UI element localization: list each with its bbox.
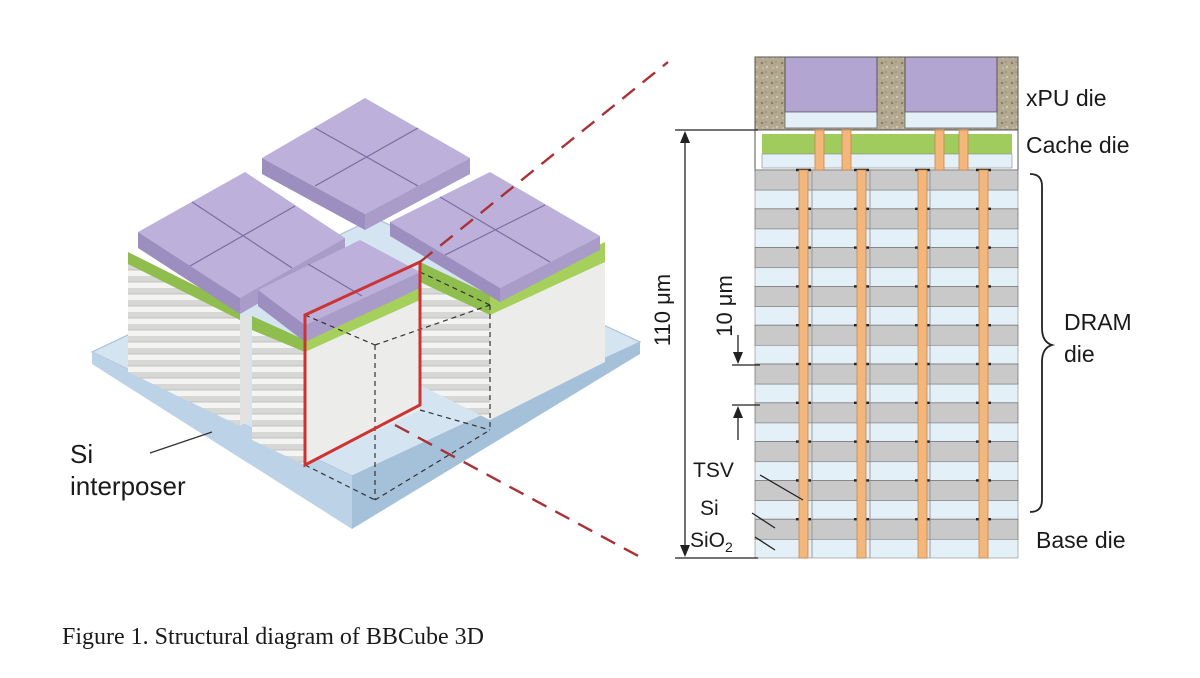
zoom-line-bottom [394, 423, 643, 560]
interposer-leader [149, 431, 213, 454]
si-layer [754, 285, 1019, 307]
dimension-10um-label: 10 μm [712, 275, 737, 337]
dimension-10um [732, 335, 760, 440]
si-interposer-right-side [352, 342, 640, 529]
sio2-label: SiO2 [690, 529, 733, 555]
base-die-label: Base die [1036, 527, 1126, 553]
si-layer [754, 518, 1019, 540]
dram-stack-back [390, 172, 605, 420]
dram-die-label-line2: die [1064, 341, 1095, 367]
sio2-layer [754, 345, 1019, 365]
xpu-die-2-oxide [904, 111, 998, 129]
si-layer [754, 479, 1019, 501]
sio2-layer [754, 189, 1019, 210]
dram-tsvs [798, 169, 989, 559]
zoom-line-top [419, 61, 669, 263]
cache-die-active-layer [762, 134, 1012, 154]
si-interposer-left-side [92, 352, 352, 529]
dram-stack-front [252, 240, 420, 465]
interposer-label-line2: interposer [70, 471, 186, 501]
dimension-110um [675, 129, 758, 559]
si-layer [754, 324, 1019, 346]
sio2-layer [754, 500, 1019, 520]
dram-layer-stack [754, 168, 1019, 559]
sio2-layer [754, 422, 1019, 442]
tsv-label: TSV [693, 459, 734, 482]
xpu-die-label: xPU die [1026, 85, 1107, 111]
cut-volume-dashed [304, 271, 491, 501]
interposer-label-line1: Si [70, 439, 93, 469]
cache-die-label: Cache die [1026, 132, 1130, 158]
si-layer [754, 247, 1019, 269]
sio2-layer [754, 383, 1019, 404]
cross-section-view: 110 μm 10 μm xPU die Cache die DRAM die … [650, 56, 1132, 559]
dram-brace [1029, 173, 1056, 513]
figure-caption: Figure 1. Structural diagram of BBCube 3… [62, 624, 484, 650]
xpu-block-back-middle [262, 98, 470, 230]
cut-plane-outline [303, 259, 422, 468]
xpu-die-2 [904, 56, 998, 113]
si-layer-label: Si [700, 497, 719, 520]
layer-leaders [751, 474, 804, 551]
xpu-die-1 [784, 56, 878, 113]
isometric-package-view: Si interposer [70, 61, 669, 560]
sio2-layer [754, 461, 1019, 481]
sio2-layer [754, 228, 1019, 248]
sio2-layer [754, 306, 1019, 326]
xpu-die-1-oxide [784, 111, 878, 129]
si-layer [754, 363, 1019, 385]
dram-die-label-line1: DRAM [1064, 309, 1132, 335]
si-layer [754, 169, 1019, 191]
si-layer [754, 402, 1019, 424]
sio2-layer [754, 539, 1019, 559]
sio2-layer [754, 267, 1019, 287]
si-layer [754, 208, 1019, 230]
cache-tsvs [814, 129, 969, 171]
dimension-110um-label: 110 μm [650, 274, 675, 346]
cache-die-oxide [761, 153, 1013, 169]
si-layer [754, 441, 1019, 463]
